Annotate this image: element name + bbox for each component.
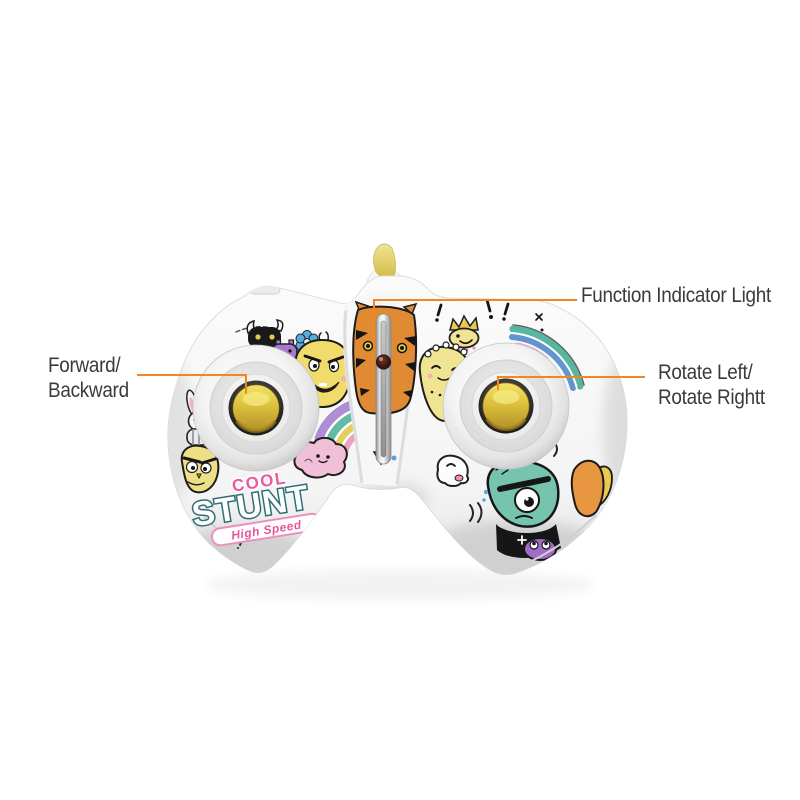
connector-left-stick-horizontal [137,374,247,376]
antenna-tip [373,243,396,279]
doodle-fox [570,459,613,518]
connector-right-stick-horizontal [497,376,645,378]
left-joystick [191,343,321,473]
label-function-indicator-light: Function Indicator Light [581,284,771,307]
right-joystick [441,341,571,471]
function-indicator-light [375,354,392,370]
doodle-blue-dot [391,455,397,461]
top-right-seam [451,294,529,300]
label-rotate-left-right: Rotate Left/ Rotate Rightt [658,361,765,409]
connector-function-light-horizontal [373,299,577,301]
connector-function-light-vertical [373,299,375,355]
throttle-slider [375,313,392,465]
doodle-ghost [436,454,470,487]
label-forward-backward: Forward/ Backward [48,354,129,402]
doodle-purple-blob [523,537,557,561]
doodle-bull [246,319,284,348]
ground-shadow [205,570,595,600]
doodle-owl [180,444,220,494]
connector-right-stick-vertical [497,376,499,390]
connector-left-stick-vertical [245,374,247,394]
doodle-pink-cloud [293,436,348,479]
doodle-crowned-fish [448,314,480,352]
